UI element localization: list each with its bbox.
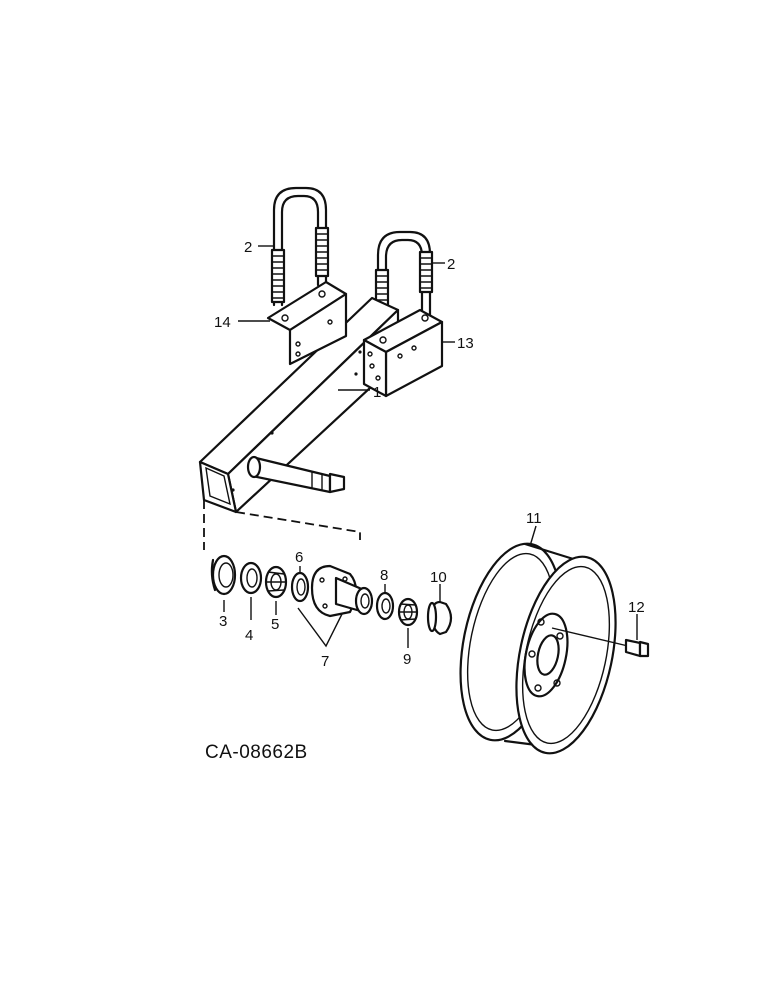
- dust-cap: [426, 600, 453, 636]
- wheel-hub: [310, 564, 374, 618]
- spindle-arm: [198, 296, 400, 514]
- callout-13: 13: [457, 335, 474, 352]
- callout-5: 5: [271, 616, 279, 633]
- callout-4: 4: [245, 627, 253, 644]
- callout-1: 1: [373, 384, 381, 401]
- bearing-cup: [290, 571, 310, 603]
- bracket-left: [266, 280, 348, 366]
- lug-bolt: [551, 627, 650, 658]
- callout-10: 10: [430, 569, 447, 586]
- callout-9: 9: [403, 651, 411, 668]
- leader-lines: [223, 245, 638, 648]
- u-bolt-left: [270, 186, 330, 307]
- callout-12: 12: [628, 599, 645, 616]
- wheel-rim: [459, 542, 617, 755]
- callout-14: 14: [214, 314, 231, 331]
- callout-8: 8: [380, 567, 388, 584]
- bearing-cone-outer: [397, 597, 419, 627]
- seal: [210, 554, 237, 596]
- bearing-cup-outer: [375, 591, 395, 621]
- callout-2-left: 2: [244, 239, 252, 256]
- callout-11: 11: [526, 510, 542, 527]
- alignment-line: [203, 500, 361, 550]
- diagram-code: CA-08662B: [205, 742, 308, 763]
- bracket-right: [362, 308, 444, 398]
- callout-labels: 1 2 2 3 4 5 6 7 8 9 10 11 12 13 14: [214, 239, 645, 670]
- callout-2-right: 2: [447, 256, 455, 273]
- callout-3: 3: [219, 613, 227, 630]
- callout-6: 6: [295, 549, 303, 566]
- callout-7: 7: [321, 653, 329, 670]
- bearing-cone-inner: [264, 565, 288, 599]
- bearing-cup-inner: [239, 561, 263, 595]
